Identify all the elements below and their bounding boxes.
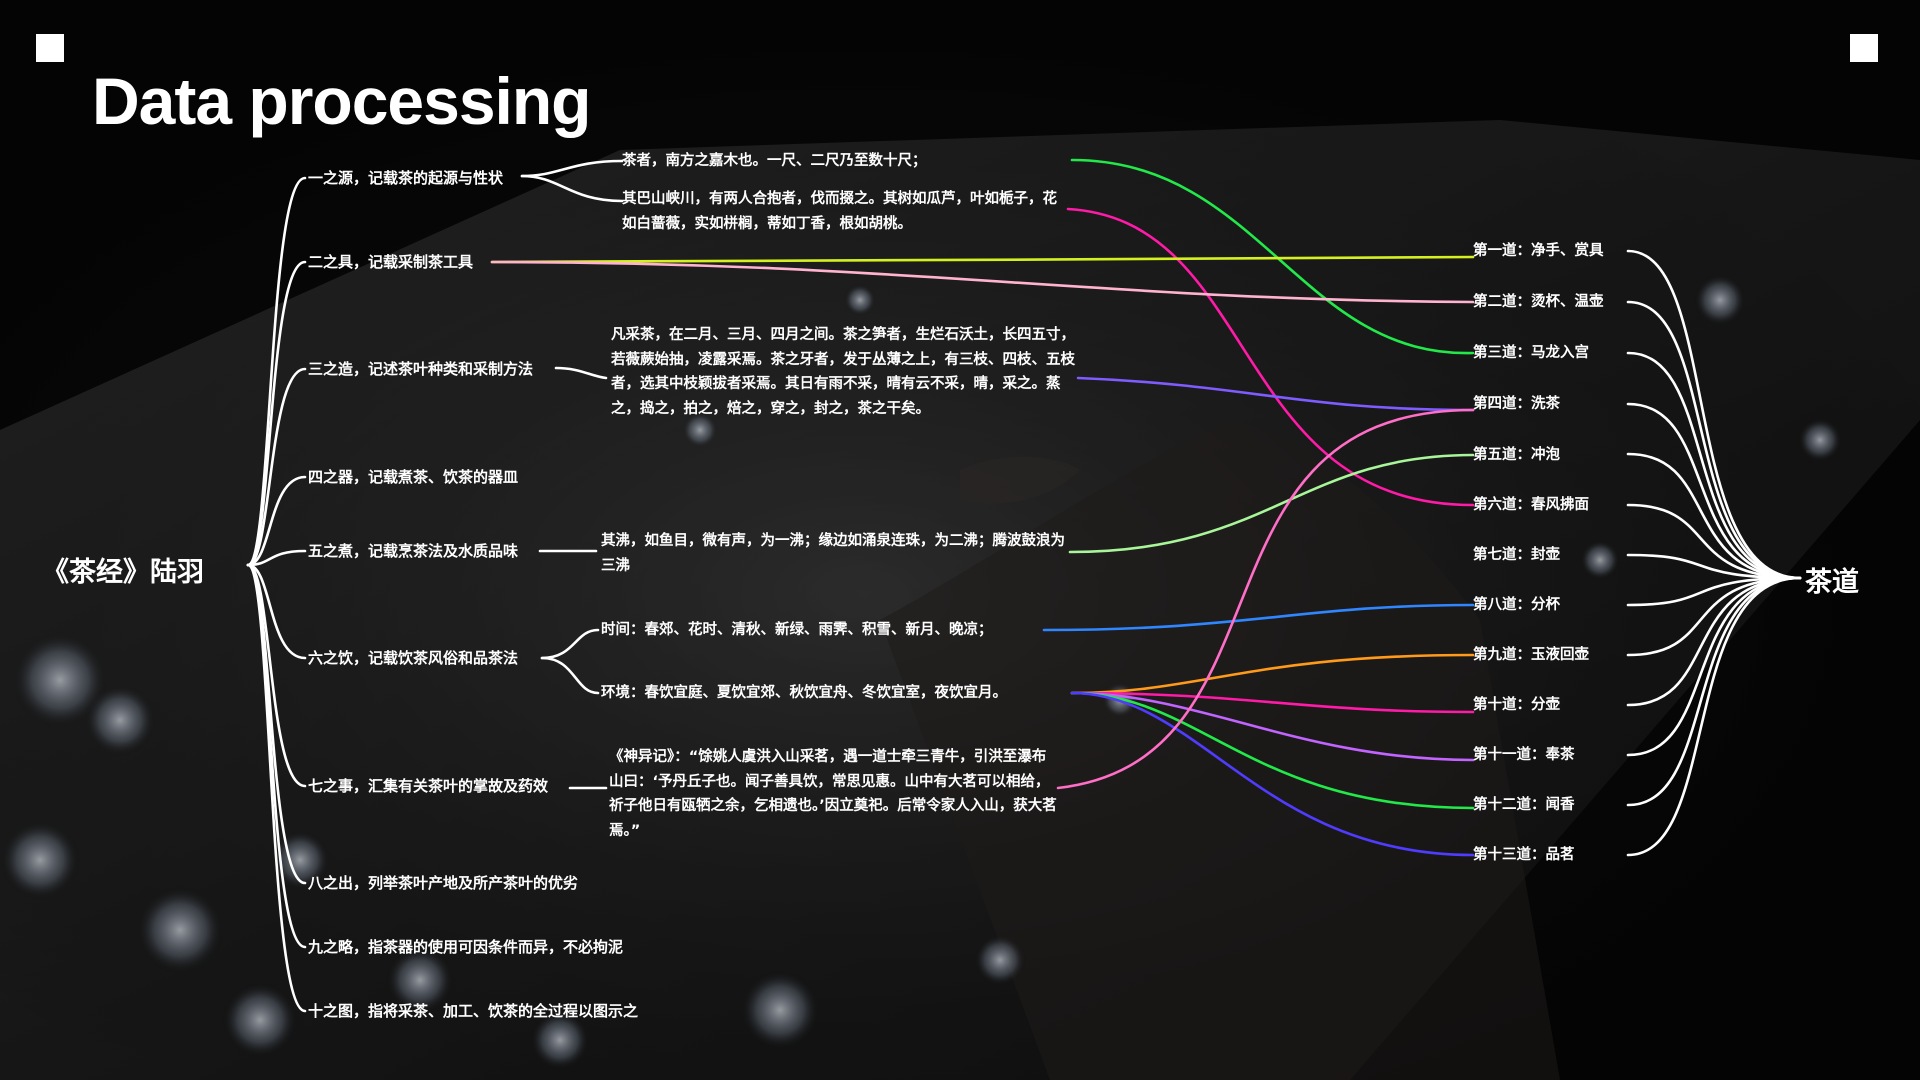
quote-origin-1: 茶者，南方之嘉木也。一尺、二尺乃至数十尺； (622, 153, 927, 169)
link-legend-to-step4 (1056, 408, 1475, 790)
step-item-7: 第七道：封壶 (1473, 547, 1560, 563)
corner-marker-left (36, 34, 64, 62)
chapter-item-4: 四之器，记载煮茶、饮茶的器皿 (308, 468, 519, 486)
step-item-6: 第六道：春风拂面 (1473, 497, 1589, 513)
chapter-item-9: 九之略，指茶器的使用可因条件而异，不必拘泥 (308, 938, 624, 956)
chapter-item-10: 十之图，指将采茶、加工、饮茶的全过程以图示之 (308, 1002, 639, 1020)
link-env-to-step13 (1070, 691, 1475, 857)
step-item-3: 第三道：马龙入宫 (1473, 345, 1589, 361)
link-tools-to-step2 (490, 260, 1475, 304)
quote-origin-2: 其巴山峡川，有两人合抱者，伐而掇之。其树如瓜芦，叶如栀子，花如白蔷薇，实如栟榈，… (622, 191, 1057, 232)
step-item-8: 第八道：分杯 (1473, 597, 1560, 613)
step-item-1: 第一道：净手、赏具 (1473, 243, 1604, 259)
link-method-to-step4 (1076, 376, 1475, 412)
right-branch-lines (1626, 249, 1802, 857)
chapter-item-6: 六之饮，记载饮茶风俗和品茶法 (308, 649, 519, 667)
step-item-13: 第十三道：品茗 (1473, 847, 1575, 863)
step-item-12: 第十二道：闻香 (1473, 797, 1575, 813)
step-item-2: 第二道：烫杯、温壶 (1473, 294, 1604, 310)
step-item-9: 第九道：玉液回壶 (1473, 647, 1589, 663)
chapter-item-2: 二之具，记载采制茶工具 (308, 253, 474, 271)
link-env-to-step9 (1070, 653, 1475, 695)
link-boil-to-step5 (1068, 453, 1475, 554)
chapter-item-3: 三之造，记述茶叶种类和采制方法 (308, 360, 534, 378)
link-env-to-step12 (1070, 691, 1475, 810)
root-node-chajing: 《茶经》陆羽 (42, 557, 204, 588)
step-item-4: 第四道：洗茶 (1473, 396, 1560, 412)
link-env-to-step10 (1070, 691, 1475, 714)
link-origin-to-step6 (1066, 207, 1475, 507)
page-title: Data processing (92, 64, 591, 138)
quote-method: 凡采茶，在二月、三月、四月之间。茶之笋者，生烂石沃土，长四五寸，若薇蕨始抽，凌露… (611, 327, 1075, 417)
step-item-10: 第十道：分壶 (1473, 697, 1560, 713)
quote-time: 时间：春郊、花时、清秋、新绿、雨霁、积雪、新月、晚凉； (601, 622, 993, 638)
chapter-item-8: 八之出，列举茶叶产地及所产茶叶的优劣 (308, 874, 579, 892)
quote-shenyiji: 《神异记》：“馀姚人虞洪入山采茗，遇一道士牵三青牛，引洪至瀑布山曰：‘予丹丘子也… (609, 749, 1057, 839)
root-node-chadao: 茶道 (1805, 567, 1859, 598)
link-time-to-step8 (1042, 603, 1475, 632)
chapter-item-5: 五之煮，记载烹茶法及水质品味 (308, 542, 519, 560)
chapter-item-1: 一之源，记载茶的起源与性状 (308, 169, 504, 187)
link-env-to-step11 (1070, 691, 1475, 762)
chapter-item-7: 七之事，汇集有关茶叶的掌故及药效 (308, 777, 549, 795)
quote-environment: 环境：春饮宜庭、夏饮宜郊、秋饮宜舟、冬饮宜室，夜饮宜月。 (601, 685, 1007, 701)
quote-boiling: 其沸，如鱼目，微有声，为一沸；缘边如涌泉连珠，为二沸；腾波鼓浪为三沸 (601, 533, 1065, 574)
step-item-5: 第五道：冲泡 (1473, 447, 1560, 463)
link-tools-to-step1 (490, 255, 1475, 264)
colored-connections (490, 158, 1475, 857)
corner-marker-right (1850, 34, 1878, 62)
left-branch-lines (246, 159, 624, 1013)
step-item-11: 第十一道：奉茶 (1473, 747, 1575, 763)
